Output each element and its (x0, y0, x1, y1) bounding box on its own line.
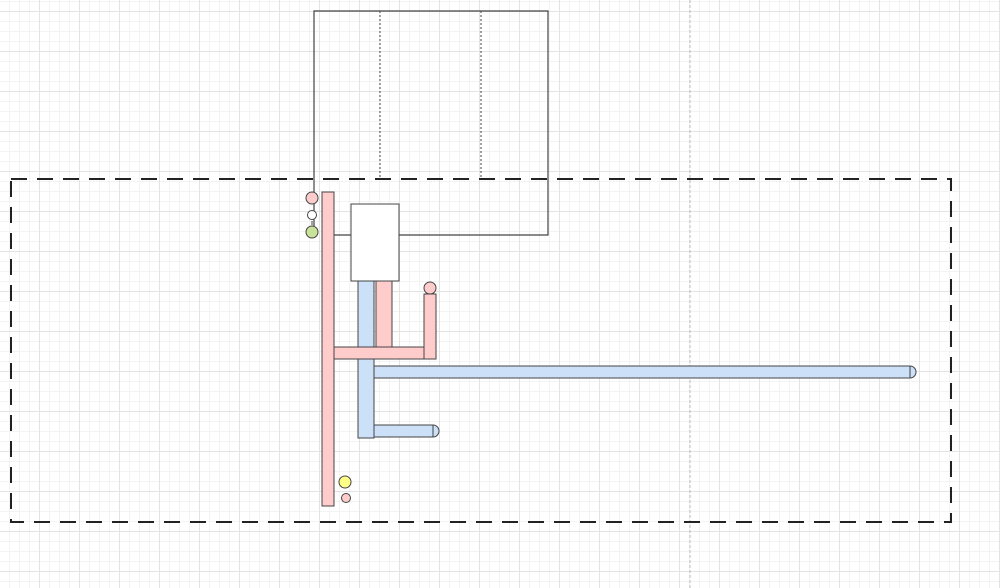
pink-circle-small[interactable] (341, 493, 351, 503)
blue-long-horizontal-bar[interactable] (373, 365, 917, 379)
blue-short-horizontal-bar[interactable] (373, 424, 440, 438)
connector-circles[interactable] (305, 191, 437, 503)
dashed-boundary[interactable] (10, 178, 952, 523)
yellow-circle[interactable] (338, 475, 352, 489)
pink-horizontal-bar[interactable] (321, 346, 437, 360)
pink-right-vertical-bar[interactable] (423, 293, 437, 360)
green-circle[interactable] (305, 225, 319, 239)
pink-main-vertical-bar[interactable] (321, 191, 335, 507)
white-circle[interactable] (307, 210, 317, 220)
white-box[interactable] (350, 203, 400, 282)
top-frame[interactable] (313, 10, 549, 236)
pink-circle-right[interactable] (423, 281, 437, 295)
blue-pipes[interactable] (357, 280, 917, 439)
top-frame-outline (313, 10, 549, 236)
pink-pipes[interactable] (321, 191, 437, 507)
pink-circle-top[interactable] (305, 191, 319, 205)
pink-short-vertical-bar[interactable] (375, 280, 393, 348)
